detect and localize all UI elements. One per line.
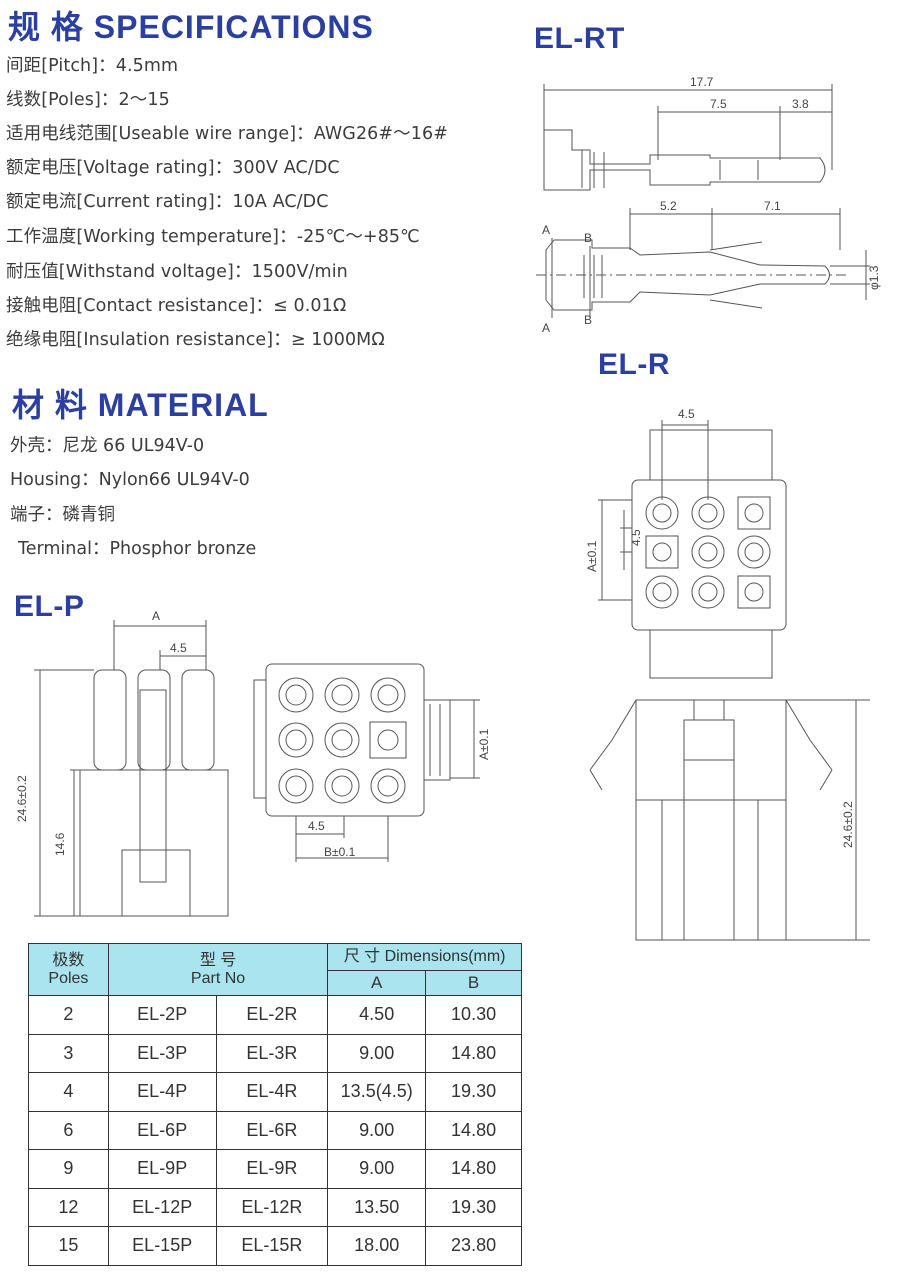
el-p-title: EL-P — [14, 590, 85, 623]
spec-poles: 线数[Poles]：2～15 — [6, 90, 170, 110]
el-rt-terminal-drawing: 17.7 7.5 3.8 5.2 7.1 φ1.3 A B A B — [536, 75, 881, 335]
el-p-housing-drawing: A 4.5 24.6±0.2 14.6 A±0.1 4.5 B±0.1 — [15, 609, 491, 917]
header-dimensions: 尺 寸 Dimensions(mm) — [327, 943, 522, 971]
el-rt-label-a-top: A — [542, 223, 550, 237]
header-b: B — [425, 970, 522, 996]
el-p-dim-lower: 14.6 — [53, 832, 67, 856]
el-p-dim-pitch: 4.5 — [170, 641, 187, 655]
dimensions-table: 极数 Poles 型 号 Part No 尺 寸 Dimensions(mm) … — [28, 943, 522, 1266]
el-rt-dim-left: 5.2 — [660, 199, 677, 213]
spec-insulation-resistance: 绝缘电阻[Insulation resistance]：≥ 1000MΩ — [6, 330, 385, 350]
el-rt-dim-dia: φ1.3 — [867, 265, 881, 290]
el-p-dim-a-v: A±0.1 — [477, 728, 491, 760]
material-terminal-en: Terminal：Phosphor bronze — [18, 539, 257, 559]
spec-contact-resistance: 接触电阻[Contact resistance]：≤ 0.01Ω — [6, 296, 347, 316]
header-poles: 极数 Poles — [28, 943, 109, 996]
el-rt-dim-tip: 3.8 — [792, 97, 809, 111]
header-part-no: 型 号 Part No — [107, 943, 329, 996]
material-housing-cn: 外壳：尼龙 66 UL94V-0 — [10, 436, 205, 456]
spec-pitch: 间距[Pitch]：4.5mm — [6, 56, 179, 76]
spec-current: 额定电流[Current rating]：10A AC/DC — [6, 192, 329, 212]
specifications-title: 规 格 SPECIFICATIONS — [8, 9, 374, 45]
el-rt-dim-mid: 7.5 — [710, 97, 727, 111]
material-terminal-cn: 端子：磷青铜 — [10, 505, 115, 525]
el-rt-dim-right: 7.1 — [764, 199, 781, 213]
el-r-dim-a: A±0.1 — [585, 540, 599, 572]
el-rt-dim-total: 17.7 — [690, 75, 714, 89]
header-a: A — [327, 970, 427, 996]
el-rt-label-a-bottom: A — [542, 321, 550, 335]
el-p-dim-b: B±0.1 — [324, 845, 356, 859]
el-rt-label-b-top: B — [584, 231, 592, 245]
el-r-housing-drawing: 4.5 4.5 A±0.1 24.6±0.2 — [585, 407, 870, 941]
spec-voltage: 额定电压[Voltage rating]：300V AC/DC — [6, 158, 340, 178]
el-rt-title: EL-RT — [534, 22, 625, 55]
el-r-title: EL-R — [598, 348, 670, 381]
el-p-dim-a: A — [152, 609, 160, 623]
el-r-dim-height: 24.6±0.2 — [841, 801, 855, 848]
el-rt-label-b-bottom: B — [584, 313, 592, 327]
el-p-dim-pitch-bottom: 4.5 — [308, 819, 325, 833]
material-housing-en: Housing：Nylon66 UL94V-0 — [10, 470, 250, 490]
el-r-dim-pitch: 4.5 — [678, 407, 695, 421]
spec-wire-range: 适用电线范围[Useable wire range]：AWG26#～16# — [6, 124, 449, 144]
el-p-dim-height: 24.6±0.2 — [15, 775, 29, 822]
el-r-dim-pitch-v: 4.5 — [629, 529, 643, 546]
spec-withstand-voltage: 耐压值[Withstand voltage]：1500V/min — [6, 262, 348, 282]
spec-temperature: 工作温度[Working temperature]：-25℃～+85℃ — [6, 227, 420, 247]
material-title: 材 料 MATERIAL — [12, 387, 269, 423]
